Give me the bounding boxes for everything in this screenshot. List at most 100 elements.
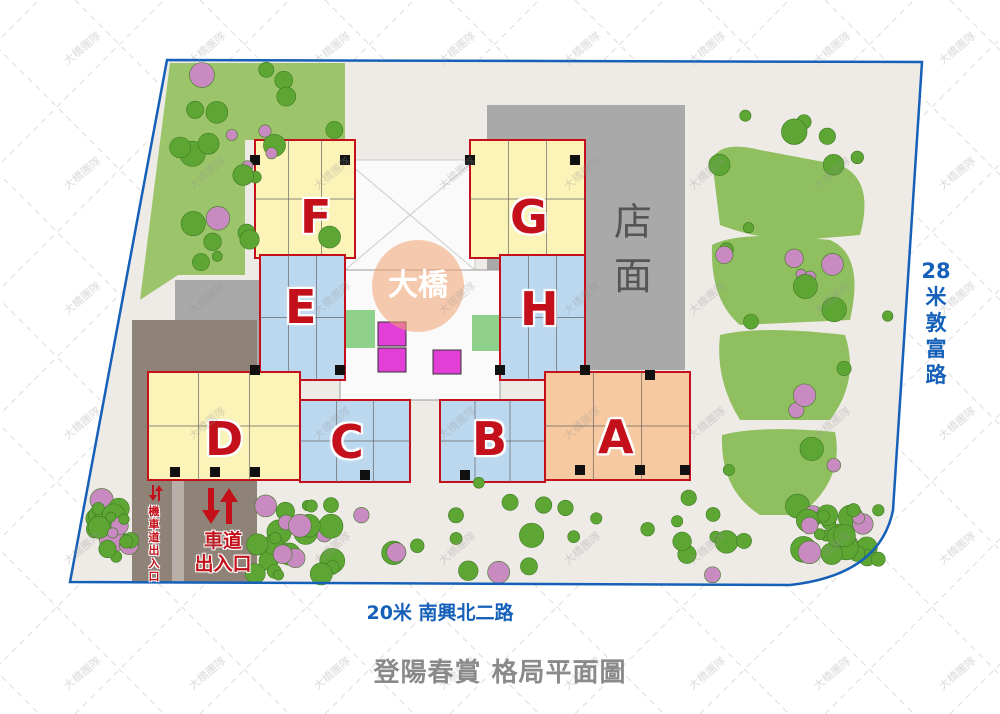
stair-right — [472, 315, 504, 351]
motorcycle-lane-label: 機 車 道 出 入 口 — [146, 505, 162, 583]
tree-icon — [705, 507, 721, 522]
road-char: 敦 — [925, 311, 947, 335]
tree-icon — [735, 532, 752, 549]
tree-icon — [743, 222, 755, 234]
tree-icon — [487, 560, 510, 584]
site-boundary — [68, 58, 924, 587]
unit-label-f[interactable]: F — [300, 190, 332, 244]
units-layer — [147, 139, 691, 483]
garden-right-3 — [719, 330, 850, 420]
driveway-lane — [172, 480, 184, 582]
tree-icon — [258, 61, 275, 78]
road-char: 富 — [925, 337, 947, 361]
column — [635, 465, 645, 475]
column — [360, 470, 370, 480]
tree-icon — [288, 513, 312, 538]
column — [580, 365, 590, 375]
tree-icon — [836, 361, 852, 376]
driveway-arrows — [149, 485, 238, 524]
tree-icon — [501, 493, 519, 511]
tree-icon — [323, 497, 339, 513]
tree-icon — [309, 562, 333, 586]
moto-char: 出 — [148, 544, 160, 557]
tree-icon — [846, 503, 861, 518]
column — [495, 365, 505, 375]
road-label-bottom: 20米 南興北二路 — [366, 602, 514, 624]
tree-icon — [258, 124, 272, 138]
elevator-3 — [432, 349, 462, 375]
unit-label-b[interactable]: B — [472, 412, 508, 466]
tree-icon — [817, 509, 830, 523]
tree-icon — [386, 542, 407, 563]
tree-icon — [535, 496, 553, 514]
plan-title: 登陽春賞 格局平面圖 — [373, 658, 627, 688]
tree-icon — [567, 530, 580, 544]
elevator-2 — [377, 347, 407, 373]
tree-icon — [448, 507, 464, 524]
tree-icon — [119, 534, 134, 549]
tree-icon — [743, 313, 759, 330]
tree-icon — [180, 211, 206, 237]
tree-icon — [269, 532, 282, 545]
moto-char: 入 — [148, 557, 160, 570]
tree-icon — [305, 499, 318, 513]
column — [340, 155, 350, 165]
tree-icon — [882, 310, 894, 322]
tree-icon — [818, 127, 836, 145]
unit-label-g[interactable]: G — [510, 190, 548, 244]
tree-icon — [822, 154, 845, 176]
tree-icon — [107, 527, 119, 539]
tree-icon — [814, 528, 826, 540]
moto-char: 口 — [148, 570, 160, 583]
road-char: 米 — [925, 285, 947, 309]
tree-icon — [792, 383, 817, 407]
unit-label-a[interactable]: A — [598, 410, 634, 464]
tree-icon — [708, 153, 731, 176]
tree-icon — [449, 532, 463, 545]
road-char: 路 — [925, 363, 947, 387]
watermark-logo: 大橋 — [372, 240, 464, 332]
tree-icon — [704, 566, 721, 584]
tree-icon — [239, 229, 260, 250]
tree-icon — [325, 121, 344, 139]
tree-icon — [870, 551, 886, 567]
unit-label-h[interactable]: H — [520, 282, 559, 336]
tree-icon — [826, 458, 841, 473]
tree-icon — [105, 511, 117, 523]
tree-icon — [265, 147, 278, 160]
tree-icon — [87, 515, 111, 539]
shop-label: 店 面 — [608, 195, 658, 303]
driveway-label-line: 出入口 — [194, 553, 252, 575]
tree-icon — [205, 101, 229, 124]
tree-icon — [640, 522, 655, 537]
tree-icon — [832, 524, 856, 548]
column — [680, 465, 690, 475]
tree-icon — [197, 132, 220, 155]
tree-icon — [118, 513, 130, 525]
tree-icon — [98, 540, 117, 558]
tree-icon — [254, 494, 277, 518]
tree-icon — [520, 557, 538, 576]
shop-char: 店 — [613, 200, 652, 244]
unit-label-d[interactable]: D — [205, 412, 244, 466]
garden-right-2 — [711, 236, 855, 325]
road-char: 28 — [921, 259, 951, 283]
column — [645, 370, 655, 380]
tree-icon — [211, 250, 223, 262]
driveway-label-line: 車道 — [203, 530, 242, 552]
tree-icon — [781, 118, 808, 145]
tree-icon — [203, 232, 222, 251]
tree-icon — [680, 489, 697, 506]
unit-label-c[interactable]: C — [330, 415, 364, 469]
tree-icon — [590, 512, 603, 525]
column — [170, 467, 180, 477]
tree-icon — [232, 164, 254, 186]
tree-icon — [192, 253, 210, 271]
unit-label-e[interactable]: E — [285, 280, 317, 334]
tree-icon — [353, 507, 370, 524]
tree-icon — [797, 540, 822, 565]
moto-char: 車 — [148, 518, 160, 531]
column — [460, 470, 470, 480]
tree-icon — [672, 531, 692, 552]
